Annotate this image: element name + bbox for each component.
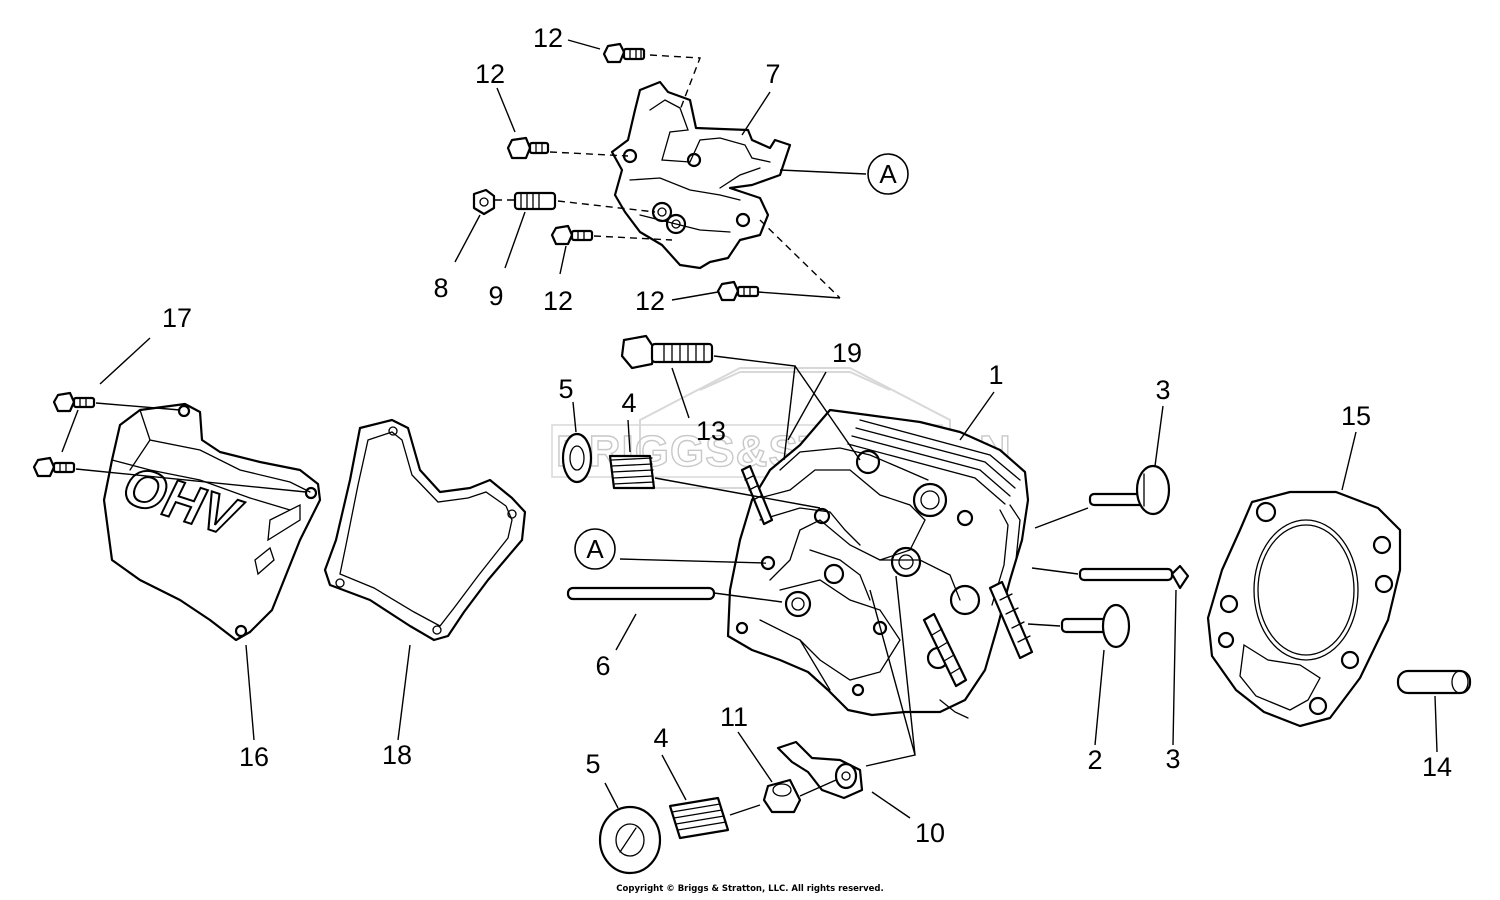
callout-13: 13 [696, 416, 726, 446]
screw-12-mid [550, 224, 594, 246]
part-13-head-bolt [620, 334, 714, 370]
callout-12: 12 [635, 286, 665, 316]
callout-12: 12 [475, 59, 505, 89]
part-4-spring-lower [668, 796, 730, 840]
callout-4: 4 [621, 388, 636, 418]
callout-8: 8 [433, 273, 448, 303]
part-2-valve [1060, 603, 1131, 649]
callout-1: 1 [988, 360, 1003, 390]
callout-3: 3 [1155, 375, 1170, 405]
callout-16: 16 [239, 742, 269, 772]
callout-17: 17 [162, 303, 192, 333]
part-4-spring-upper [608, 454, 656, 490]
ref-a-top-text: A [879, 159, 897, 189]
part-1-cylinder-head [726, 408, 1034, 719]
callout-15: 15 [1341, 401, 1371, 431]
part-5-retainer-lower [598, 805, 662, 875]
callout-labels: 12 12 7 8 9 12 12 17 19 1 5 4 13 3 15 6 … [162, 23, 1452, 848]
part-3-valve-lower [1078, 564, 1190, 590]
part-19-stud [740, 464, 774, 526]
callout-6: 6 [595, 651, 610, 681]
copyright-notice: Copyright © Briggs & Stratton, LLC. All … [616, 884, 884, 894]
ref-a-top: A [867, 153, 909, 195]
part-14-dowel-pin [1396, 669, 1472, 695]
screw-17-upper [52, 391, 96, 413]
part-7-rocker-bracket [610, 80, 792, 270]
part-16-valve-cover: OHV [102, 402, 322, 642]
part-5-retainer-upper [561, 432, 593, 484]
part-3-valve-upper [1088, 464, 1171, 516]
screw-12-upper-left [506, 136, 550, 160]
ref-a-mid-text: A [586, 534, 604, 564]
part-15-head-gasket [1206, 490, 1402, 728]
part-10-rocker-arm [776, 740, 864, 800]
part-11-valve-seal [762, 778, 802, 814]
nut-8 [472, 188, 496, 216]
part-6-push-rod [566, 586, 716, 601]
callout-3: 3 [1165, 744, 1180, 774]
screw-12-lower-right [716, 280, 760, 302]
callout-14: 14 [1422, 752, 1452, 782]
callout-5: 5 [558, 374, 573, 404]
callout-12: 12 [543, 286, 573, 316]
callout-5: 5 [585, 749, 600, 779]
callout-19: 19 [832, 338, 862, 368]
callout-11: 11 [720, 702, 748, 732]
callout-4: 4 [653, 723, 668, 753]
leader-lines [61, 39, 1438, 819]
stud-9 [513, 191, 557, 211]
callout-12: 12 [533, 23, 563, 53]
part-18-cover-gasket [323, 418, 527, 642]
screw-17-lower [32, 456, 76, 478]
callout-18: 18 [382, 740, 412, 770]
callout-2: 2 [1087, 745, 1102, 775]
callout-7: 7 [765, 59, 780, 89]
ref-a-mid: A [574, 528, 616, 570]
screw-12-top [602, 42, 646, 64]
callout-10: 10 [915, 818, 945, 848]
callout-9: 9 [488, 281, 503, 311]
